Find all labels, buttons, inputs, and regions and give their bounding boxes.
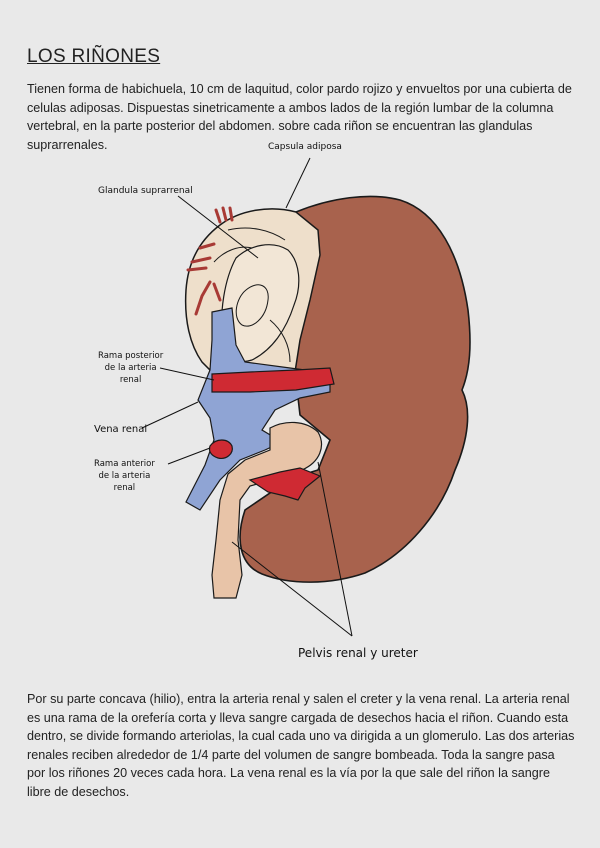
label-vena-renal: Vena renal: [94, 424, 147, 435]
label-rama-posterior: Rama posterior de la arteria renal: [98, 350, 163, 386]
renal-artery-anterior: [209, 440, 232, 458]
label-glandula-suprarrenal: Glandula suprarrenal: [98, 186, 193, 196]
label-capsula-adiposa: Capsula adiposa: [268, 142, 342, 152]
outro-paragraph: Por su parte concava (hilio), entra la a…: [27, 690, 575, 801]
label-pelvis-ureter: Pelvis renal y ureter: [298, 646, 418, 660]
label-rama-anterior: Rama anterior de la arteria renal: [94, 458, 155, 494]
